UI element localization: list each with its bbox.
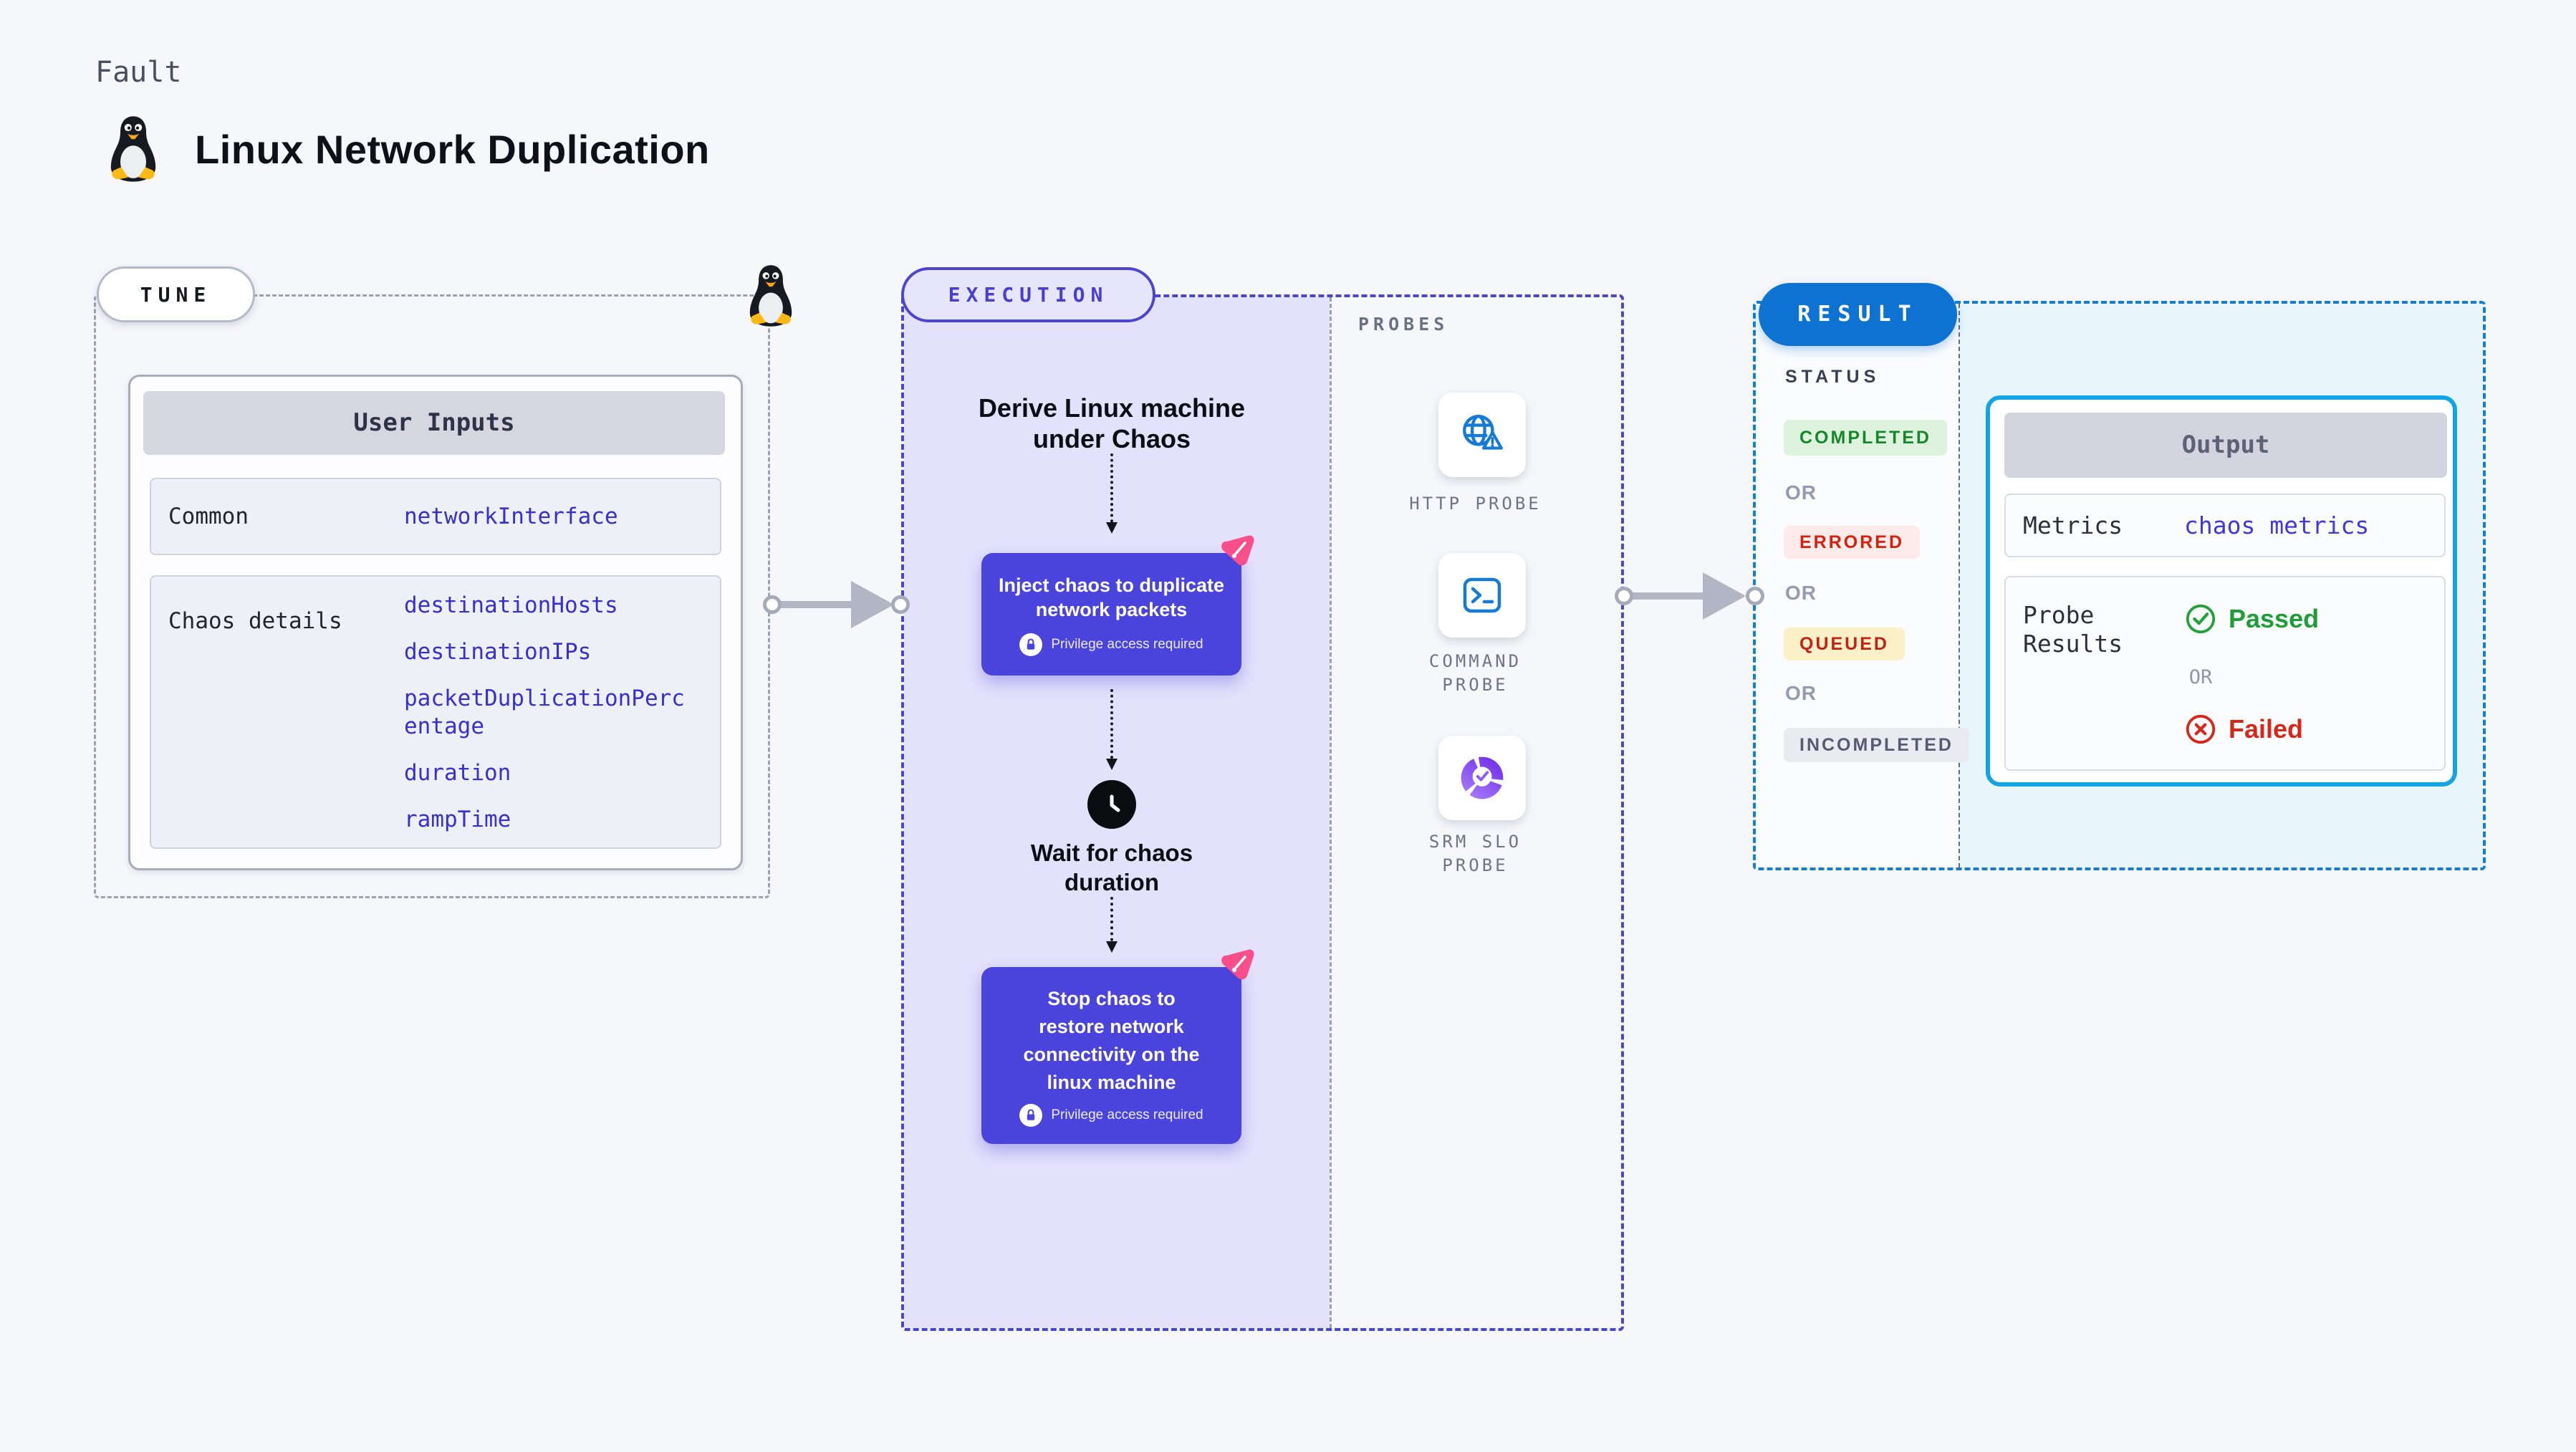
litmus-chaos-icon bbox=[1220, 948, 1254, 983]
privilege-note: Privilege access required bbox=[1051, 636, 1203, 652]
input-link-rampTime[interactable]: rampTime bbox=[404, 807, 511, 832]
tux-corner-icon bbox=[745, 264, 797, 328]
probe-results-row: Probe Results Passed OR Failed bbox=[2004, 576, 2446, 771]
command-probe-label: COMMAND PROBE bbox=[1327, 650, 1624, 697]
page-title: Linux Network Duplication bbox=[195, 127, 710, 172]
status-badge-incompleted: INCOMPLETED bbox=[1784, 728, 1969, 762]
lock-icon bbox=[1019, 1103, 1043, 1127]
execution-probes-divider bbox=[1330, 297, 1332, 1328]
flow-arrow-down-icon bbox=[1106, 897, 1118, 953]
terminal-icon bbox=[1459, 572, 1505, 618]
flow-arrow-down-icon bbox=[1106, 453, 1118, 534]
inject-chaos-node[interactable]: Inject chaos to duplicate network packet… bbox=[981, 553, 1241, 675]
privilege-note: Privilege access required bbox=[1051, 1107, 1203, 1122]
connector-dot bbox=[763, 595, 782, 614]
output-card: Output Metrics chaos metrics Probe Resul… bbox=[1986, 395, 2457, 787]
user-inputs-row-chaos-details: Chaos details destinationHosts destinati… bbox=[150, 575, 721, 849]
flow-arrow-down-icon bbox=[1106, 689, 1118, 770]
connector-dot bbox=[1615, 587, 1633, 605]
globe-alert-icon bbox=[1458, 411, 1506, 458]
wait-line-1: Wait for chaos bbox=[1030, 840, 1193, 866]
input-link-destinationHosts[interactable]: destinationHosts bbox=[404, 592, 618, 618]
srm-slo-probe-label: SRM SLO PROBE bbox=[1327, 830, 1624, 878]
label-line: Results bbox=[2023, 630, 2123, 658]
or-separator: OR bbox=[1785, 481, 1817, 504]
stop-line-4: linux machine bbox=[1047, 1071, 1176, 1093]
arrow-head-icon bbox=[1703, 572, 1746, 620]
srm-slo-probe-card bbox=[1438, 736, 1526, 820]
status-badge-queued: QUEUED bbox=[1784, 628, 1905, 660]
output-header: Output bbox=[2004, 413, 2447, 478]
probe-results-label: Probe Results bbox=[2023, 601, 2123, 658]
result-badge: RESULT bbox=[1759, 283, 1957, 346]
status-badge-errored: ERRORED bbox=[1784, 526, 1921, 559]
inject-line-1: Inject chaos to duplicate bbox=[998, 574, 1225, 596]
derive-step-text: Derive Linux machine under Chaos bbox=[976, 393, 1248, 454]
label-line: SRM SLO bbox=[1428, 832, 1522, 852]
label-line: PROBE bbox=[1442, 855, 1509, 875]
label-line: COMMAND bbox=[1428, 651, 1522, 671]
wait-line-2: duration bbox=[1064, 869, 1159, 895]
chaos-metrics-link[interactable]: chaos metrics bbox=[2184, 511, 2370, 539]
or-separator: OR bbox=[1785, 582, 1817, 604]
probes-label: PROBES bbox=[1358, 314, 1449, 335]
tux-icon bbox=[105, 115, 161, 183]
connector-dot bbox=[1746, 587, 1764, 605]
status-badge-completed: COMPLETED bbox=[1784, 420, 1947, 456]
litmus-chaos-icon bbox=[1220, 534, 1254, 569]
input-link-packetDuplicationPercentage[interactable]: packetDuplicationPercentage bbox=[404, 686, 685, 739]
fault-kicker: Fault bbox=[95, 56, 182, 89]
failed-x-icon bbox=[2184, 713, 2217, 746]
input-link-networkInterface[interactable]: networkInterface bbox=[404, 504, 618, 529]
failed-label: Failed bbox=[2229, 714, 2304, 744]
user-inputs-row-common: Common networkInterface bbox=[150, 478, 721, 555]
tune-to-execution-arrow bbox=[772, 601, 855, 608]
metrics-row: Metrics chaos metrics bbox=[2004, 494, 2446, 557]
http-probe-label: HTTP PROBE bbox=[1409, 494, 1542, 514]
status-column-background bbox=[1756, 304, 1959, 867]
http-probe-card bbox=[1438, 393, 1526, 477]
execution-to-result-arrow bbox=[1624, 592, 1704, 600]
user-inputs-header: User Inputs bbox=[143, 391, 725, 455]
stop-chaos-node[interactable]: Stop chaos to restore network connectivi… bbox=[981, 967, 1241, 1144]
derive-line-2: under Chaos bbox=[1032, 424, 1191, 453]
wait-step-text: Wait for chaos duration bbox=[997, 838, 1226, 897]
command-probe-card bbox=[1438, 553, 1526, 638]
lock-icon bbox=[1019, 633, 1043, 656]
label-line: Probe bbox=[2023, 601, 2095, 629]
execution-badge: EXECUTION bbox=[901, 267, 1155, 322]
metrics-label: Metrics bbox=[2023, 511, 2123, 539]
status-output-divider bbox=[1959, 304, 1960, 867]
connector-dot bbox=[891, 595, 910, 614]
tune-badge: TUNE bbox=[97, 266, 255, 322]
arrow-head-icon bbox=[851, 581, 894, 628]
clock-icon bbox=[1087, 780, 1136, 829]
derive-line-1: Derive Linux machine bbox=[978, 393, 1246, 423]
or-separator: OR bbox=[2188, 666, 2213, 688]
row-label: Chaos details bbox=[168, 608, 342, 634]
stop-line-3: connectivity on the bbox=[1023, 1043, 1200, 1065]
input-link-destinationIPs[interactable]: destinationIPs bbox=[404, 639, 592, 665]
status-label: STATUS bbox=[1785, 367, 1880, 387]
label-line: PROBE bbox=[1442, 675, 1509, 695]
row-label: Common bbox=[168, 504, 249, 529]
passed-check-icon bbox=[2184, 602, 2217, 635]
stop-line-2: restore network bbox=[1039, 1015, 1184, 1037]
stop-line-1: Stop chaos to bbox=[1047, 987, 1176, 1009]
slo-donut-icon bbox=[1458, 754, 1506, 802]
input-link-duration[interactable]: duration bbox=[404, 760, 511, 786]
inject-line-2: network packets bbox=[1035, 598, 1188, 620]
or-separator: OR bbox=[1785, 682, 1817, 704]
passed-label: Passed bbox=[2229, 604, 2320, 633]
